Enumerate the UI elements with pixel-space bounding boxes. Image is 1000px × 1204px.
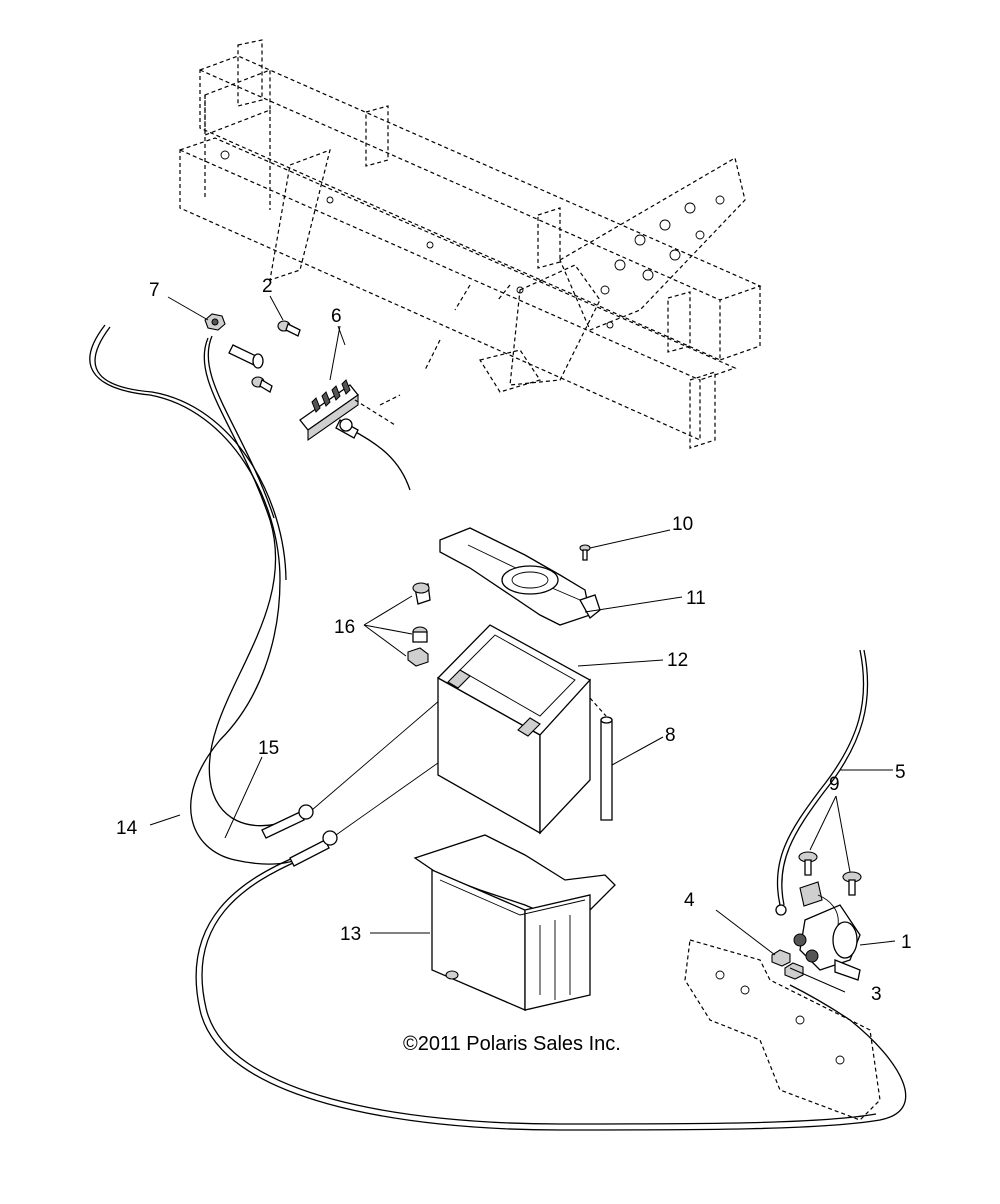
frame-assembly xyxy=(179,39,762,449)
callout-16: 16 xyxy=(334,617,355,638)
screws-pair xyxy=(798,851,862,896)
battery xyxy=(436,624,592,835)
callout-1: 1 xyxy=(901,932,912,953)
callout-11: 11 xyxy=(686,588,706,609)
battery-box xyxy=(413,834,616,1011)
copyright-notice: ©2011 Polaris Sales Inc. xyxy=(403,1033,621,1055)
rod xyxy=(589,697,613,821)
callout-2: 2 xyxy=(262,276,273,297)
callout-4: 4 xyxy=(684,890,695,911)
terminal-block xyxy=(299,379,401,442)
mount-bracket xyxy=(684,939,881,1121)
solenoid xyxy=(793,881,861,981)
callout-3: 3 xyxy=(871,984,882,1005)
ground-wire xyxy=(775,649,869,916)
hold-down-bracket xyxy=(439,527,601,626)
bolt-lower xyxy=(251,376,273,393)
callout-5: 5 xyxy=(895,762,906,783)
callout-12: 12 xyxy=(667,650,688,671)
callout-15: 15 xyxy=(258,738,279,759)
callout-7: 7 xyxy=(149,280,160,301)
nut-terminal xyxy=(771,949,804,980)
callouts: 1 2 3 4 5 6 7 8 9 10 11 12 13 14 15 16 xyxy=(116,276,912,1005)
cable-end-upper xyxy=(228,344,264,369)
callout-8: 8 xyxy=(665,725,676,746)
nut xyxy=(204,313,226,331)
leader-lines xyxy=(149,295,896,993)
callout-9: 9 xyxy=(829,774,840,795)
callout-14: 14 xyxy=(116,818,138,839)
bolt-upper xyxy=(277,320,301,337)
callout-6: 6 xyxy=(331,306,342,327)
screw xyxy=(579,544,591,561)
callout-13: 13 xyxy=(340,924,361,945)
cables xyxy=(89,324,907,1131)
terminal-hardware xyxy=(407,582,431,667)
callout-10: 10 xyxy=(672,514,693,535)
